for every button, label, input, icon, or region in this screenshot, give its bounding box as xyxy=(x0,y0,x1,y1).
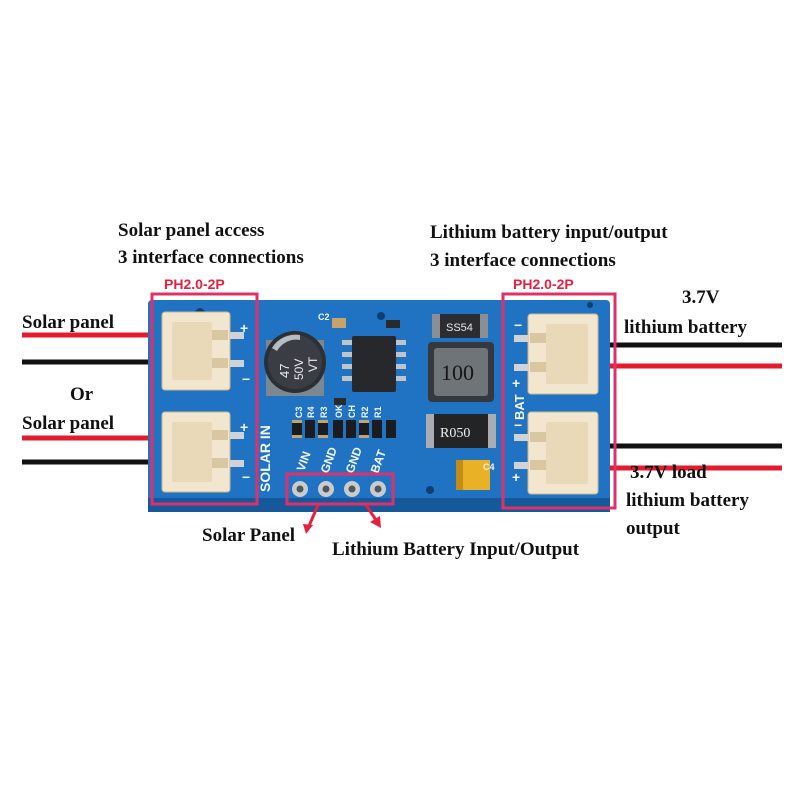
connector-type-right: PH2.0-2P xyxy=(513,276,574,292)
load-label-line3: output xyxy=(626,518,681,539)
load-label-line1: 3.7V load xyxy=(630,462,707,483)
power-inductor: 100 xyxy=(428,342,494,402)
c4-label: C4 xyxy=(483,462,495,472)
silk-r3: R3 xyxy=(319,406,329,418)
battery-io-heading: Lithium battery input/output xyxy=(430,222,668,243)
highlight-boxes xyxy=(150,292,617,510)
highlight-battery-connectors xyxy=(501,292,617,510)
pcb xyxy=(148,300,610,512)
capacitor-voltage: 50V xyxy=(292,359,306,380)
silk-solar-in: SOLAR IN xyxy=(257,425,273,492)
solar-access-heading: Solar panel access xyxy=(118,220,264,241)
silk-minus-right-2: − xyxy=(514,417,522,433)
solar-panel-label-top: Solar panel xyxy=(22,312,114,333)
silk-r4: R4 xyxy=(306,406,316,418)
capacitor-series: VT xyxy=(306,356,320,372)
battery-io-subheading: 3 interface connections xyxy=(430,250,616,271)
silk-plus-left-2: + xyxy=(240,419,248,435)
silk-minus-right: − xyxy=(514,317,522,333)
or-label: Or xyxy=(70,384,94,405)
silk-c3: C3 xyxy=(294,406,304,418)
tantalum-capacitor: C4 xyxy=(456,460,495,490)
silk-ch: CH xyxy=(347,405,357,418)
load-label-line2: lithium battery xyxy=(626,490,749,511)
wires xyxy=(22,332,782,471)
solar-connector-bottom[interactable] xyxy=(161,411,244,493)
silk-plus-right-2: + xyxy=(512,469,520,485)
battery-connector-bottom[interactable] xyxy=(514,411,599,495)
resistor-row: C3 C2 R4 R3 OK CH R2 R1 xyxy=(292,312,396,438)
shunt-resistor: R050 xyxy=(426,414,496,448)
silk-minus-left-2: − xyxy=(242,469,250,485)
charger-ic xyxy=(342,336,406,392)
header-solar-label: Solar Panel xyxy=(202,525,295,546)
silk-plus-left: + xyxy=(240,320,248,336)
schottky-diode: SS54 xyxy=(432,314,488,338)
silk-plus-right: + xyxy=(512,375,520,391)
battery-name-label: lithium battery xyxy=(624,317,747,338)
inductor-value: 100 xyxy=(441,360,474,385)
solar-panel-label-bottom: Solar panel xyxy=(22,413,114,434)
capacitor-value: 47 xyxy=(277,364,292,378)
solar-access-subheading: 3 interface connections xyxy=(118,247,304,268)
battery-connector-top[interactable] xyxy=(514,313,599,395)
electrolytic-capacitor: 47 50V VT xyxy=(264,331,326,396)
smd-parts xyxy=(332,318,400,405)
pointer-arrows xyxy=(303,504,381,534)
pin-label-vin: VIN xyxy=(294,449,314,473)
solar-connector-top[interactable] xyxy=(161,311,244,391)
silk-ok: OK xyxy=(334,404,344,418)
silk-minus-left: − xyxy=(242,371,250,387)
battery-voltage-label: 3.7V xyxy=(682,287,720,308)
highlight-solar-connectors xyxy=(150,292,259,506)
silk-c2: C2 xyxy=(318,312,330,322)
silk-r1: R1 xyxy=(373,406,383,418)
header-battery-label: Lithium Battery Input/Output xyxy=(332,539,580,560)
silk-r2: R2 xyxy=(360,406,370,418)
mount-hole-right xyxy=(426,486,434,494)
mount-hole-top xyxy=(377,312,385,320)
pin-header[interactable] xyxy=(292,481,386,497)
resistor-value: R050 xyxy=(440,426,470,441)
silk-bat-right: BAT xyxy=(512,394,527,420)
highlight-pin-header xyxy=(285,472,395,506)
connector-type-left: PH2.0-2P xyxy=(164,276,225,292)
diode-label: SS54 xyxy=(446,322,473,334)
